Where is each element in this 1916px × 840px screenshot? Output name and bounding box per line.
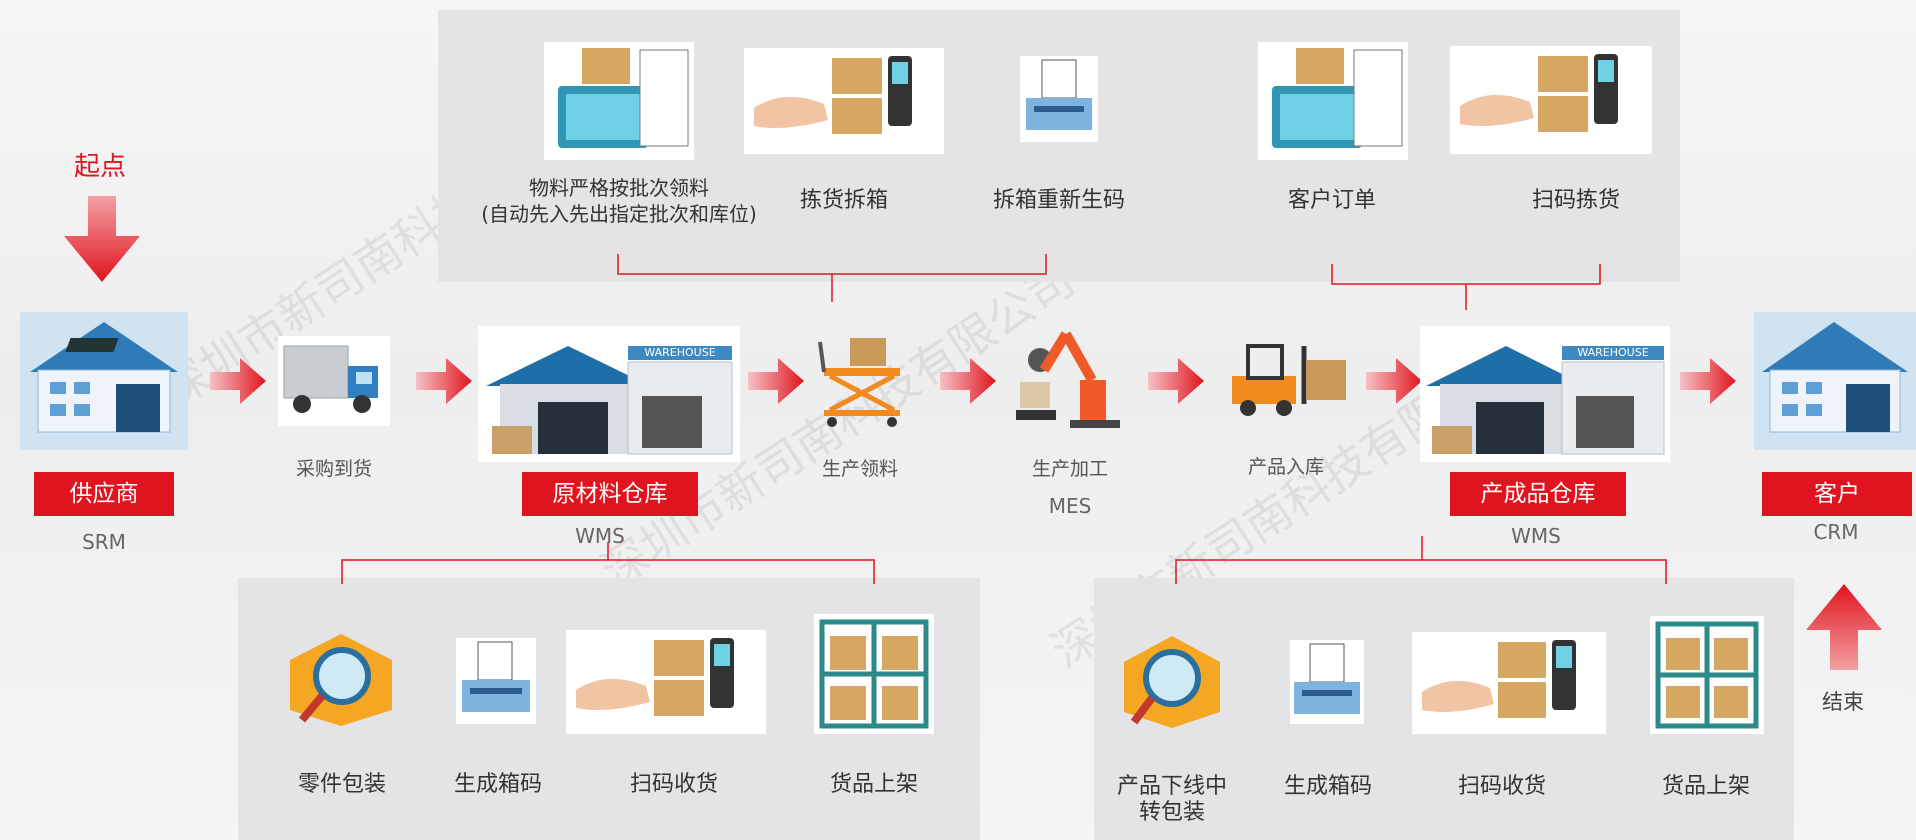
magnifier-box-icon <box>286 630 396 730</box>
production-process-label: 生产加工 <box>1020 454 1120 481</box>
start-arrow-icon <box>64 196 140 282</box>
shelving-icon <box>1650 616 1764 734</box>
top-left-bracket <box>616 252 1048 304</box>
bottom-right-item-4-label: 货品上架 <box>1646 768 1766 800</box>
tablet-checklist-icon <box>544 42 694 160</box>
end-arrow-icon <box>1806 584 1882 670</box>
label-printer-icon <box>1290 640 1364 724</box>
flow-arrow-icon <box>940 358 996 404</box>
bottom-left-bracket <box>340 540 876 586</box>
bottom-left-item-4-label: 货品上架 <box>814 766 934 798</box>
forklift-icon <box>1222 340 1356 420</box>
top-item-2-label: 拣货拆箱 <box>784 182 904 214</box>
flow-arrow-icon <box>1680 358 1736 404</box>
raw-warehouse-tag: 原材料仓库 <box>522 472 698 516</box>
bottom-left-item-1-label: 零件包装 <box>282 766 402 798</box>
flow-arrow-icon <box>1148 358 1204 404</box>
customer-tag: 客户 <box>1762 472 1912 516</box>
bottom-right-item-1-line2: 转包装 <box>1110 794 1234 826</box>
flow-arrow-icon <box>748 358 804 404</box>
bottom-right-item-2-label: 生成箱码 <box>1268 768 1388 800</box>
top-item-1-line2: (自动先入先出指定批次和库位) <box>460 198 778 227</box>
purchase-label: 采购到货 <box>284 454 384 481</box>
top-item-4-label: 客户订单 <box>1272 182 1392 214</box>
bottom-left-item-3-label: 扫码收货 <box>614 766 734 798</box>
flow-arrow-icon <box>416 358 472 404</box>
label-printer-icon <box>456 638 536 724</box>
magnifier-box-icon <box>1120 632 1224 732</box>
flow-arrow-icon <box>210 358 266 404</box>
customer-building-icon <box>1754 312 1916 450</box>
finished-warehouse-tag: 产成品仓库 <box>1450 472 1626 516</box>
top-item-3-label: 拆箱重新生码 <box>984 182 1134 214</box>
truck-icon <box>278 336 390 426</box>
end-label: 结束 <box>1822 686 1864 716</box>
customer-system: CRM <box>1796 520 1876 544</box>
raw-warehouse-sign: WAREHOUSE <box>628 345 732 360</box>
bottom-right-bracket <box>1174 534 1668 586</box>
product-inbound-label: 产品入库 <box>1236 452 1336 479</box>
bottom-right-item-3-label: 扫码收货 <box>1442 768 1562 800</box>
barcode-scanner-icon <box>744 48 944 154</box>
barcode-scanner-icon <box>566 630 766 734</box>
production-process-system: MES <box>1030 494 1110 518</box>
lift-cart-icon <box>806 332 910 428</box>
robot-arm-icon <box>1010 320 1126 432</box>
tablet-order-icon <box>1258 42 1408 160</box>
finished-warehouse-sign: WAREHOUSE <box>1562 345 1664 360</box>
raw-warehouse-icon: WAREHOUSE <box>478 326 740 462</box>
flow-arrow-icon <box>1366 358 1422 404</box>
supplier-tag: 供应商 <box>34 472 174 516</box>
top-item-1-line1: 物料严格按批次领料 <box>476 172 762 201</box>
bottom-left-item-2-label: 生成箱码 <box>438 766 558 798</box>
production-pick-label: 生产领料 <box>810 454 910 481</box>
finished-warehouse-icon: WAREHOUSE <box>1420 326 1670 462</box>
supplier-building-icon <box>20 312 188 450</box>
start-label: 起点 <box>74 146 126 183</box>
top-item-5-label: 扫码拣货 <box>1516 182 1636 214</box>
barcode-scanner-icon <box>1412 632 1606 734</box>
supplier-system: SRM <box>64 530 144 554</box>
shelving-icon <box>814 614 934 734</box>
label-printer-icon <box>1020 56 1098 142</box>
barcode-scanner-icon <box>1450 46 1652 154</box>
top-right-bracket <box>1330 262 1602 312</box>
